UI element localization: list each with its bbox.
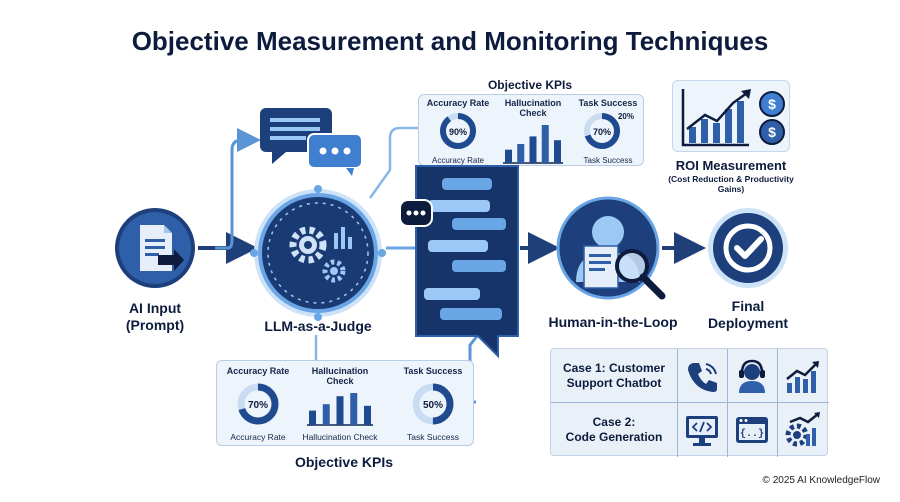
case2-line2: Code Generation [565, 430, 663, 444]
page-title: Objective Measurement and Monitoring Tec… [131, 26, 769, 56]
gear-chart-icon [777, 405, 827, 455]
kpi-bottom-panel: Accuracy Rate 70% Accuracy Rate Hallucin… [216, 360, 474, 446]
ai-input-label: AI Input [128, 300, 182, 316]
kpi-top-task-value: 70% [593, 127, 611, 137]
kpi-top-accuracy-donut: 90% [440, 112, 476, 149]
kpi-top-hallucination-bars [503, 124, 563, 164]
kpi-top-task-badge: 20% [618, 112, 634, 121]
bar-1 [322, 403, 330, 425]
kpi-bottom-accuracy-value: 70% [248, 400, 268, 411]
ai-input-sublabel: (Prompt) [125, 316, 185, 333]
kpi-top-hallucination-label: Hallucination Check [504, 98, 562, 118]
magnifier-icon [615, 249, 666, 300]
line-judge-kpi-top [368, 126, 418, 199]
judge-label: LLM-as-a-Judge [264, 318, 372, 334]
monitor-code-icon [677, 405, 727, 455]
arrow-input-chat [215, 128, 261, 250]
gear-icon [250, 185, 386, 321]
roi-subtitle-line2: Gains) [717, 184, 745, 195]
kpi-top-task-label: Task Success [578, 98, 638, 108]
kpi-bottom-hallucination-bars [307, 392, 373, 426]
case1-line2: Support Chatbot [566, 376, 662, 390]
roi-panel: $ $ [672, 80, 790, 152]
bar-0 [309, 410, 316, 425]
kpi-bottom-title: Objective KPIs [294, 454, 394, 470]
bar-2 [336, 395, 344, 425]
roi-subtitle-line1: (Cost Reduction & Productivity [668, 174, 794, 184]
chat-conversation-panel [399, 165, 519, 359]
svg-text:{..}: {..} [740, 428, 764, 440]
deploy-label: Final [731, 298, 765, 314]
bar-4 [364, 405, 371, 425]
svg-text:$: $ [768, 96, 776, 112]
browser-code-icon: {..} [727, 405, 777, 455]
kpi-bottom-accuracy-label: Accuracy Rate [226, 366, 290, 376]
kpi-bottom-task-value: 50% [423, 400, 443, 411]
kpi-bottom-task-caption: Task Success [407, 431, 459, 442]
kpi-bottom-hallucination-label2: Check [326, 375, 354, 386]
growth-chart-icon [777, 351, 827, 401]
chat-icon [260, 108, 363, 176]
bar-2 [529, 136, 537, 163]
dollar-icon: $ $ [759, 91, 785, 145]
kpi-top-accuracy-caption: Accuracy Rate [431, 155, 485, 165]
phone-icon [677, 351, 727, 401]
svg-text:$: $ [768, 124, 776, 140]
roi-title: ROI Measurement [675, 158, 787, 173]
bar-4 [554, 139, 561, 163]
case1-line1: Case 1: Customer [562, 361, 666, 375]
document-icon [115, 208, 195, 288]
kpi-bottom-accuracy-donut: 70% [237, 383, 279, 425]
use-cases-table: Case 1: Customer Support Chatbot Case 2:… [550, 348, 829, 457]
bar-3 [350, 392, 358, 425]
hitl-label: Human-in-the-Loop [548, 314, 678, 330]
kpi-bottom-hallucination-label1: Hallucination [311, 366, 369, 376]
kpi-top-accuracy-label: Accuracy Rate [426, 98, 490, 108]
kpi-bottom-task-label: Task Success [403, 366, 463, 376]
kpi-top-task-donut: 70% 20% [584, 112, 634, 149]
case2-line1: Case 2: [592, 415, 636, 429]
bar-0 [505, 149, 512, 163]
kpi-top-task-caption: Task Success [583, 155, 633, 165]
deploy-sublabel: Deployment [707, 314, 789, 331]
case2-cell: Case 2: Code Generation [551, 415, 677, 445]
kpi-top-title: Objective KPIs [487, 78, 573, 92]
case1-cell: Case 1: Customer Support Chatbot [551, 361, 677, 391]
bar-3 [541, 124, 549, 163]
kpi-bottom-accuracy-caption: Accuracy Rate [230, 431, 286, 442]
bar-1 [517, 143, 525, 163]
check-icon [708, 208, 788, 288]
kpi-bottom-hallucination-caption: Hallucination Check [302, 431, 378, 442]
growth-chart-icon [681, 89, 751, 147]
headset-icon [727, 351, 777, 401]
kpi-bottom-task-donut: 50% [412, 383, 454, 425]
kpi-top-accuracy-value: 90% [449, 127, 467, 137]
kpi-top-panel: Accuracy Rate 90% Accuracy Rate Hallucin… [418, 94, 644, 166]
copyright-footer: © 2025 AI KnowledgeFlow [762, 475, 880, 486]
